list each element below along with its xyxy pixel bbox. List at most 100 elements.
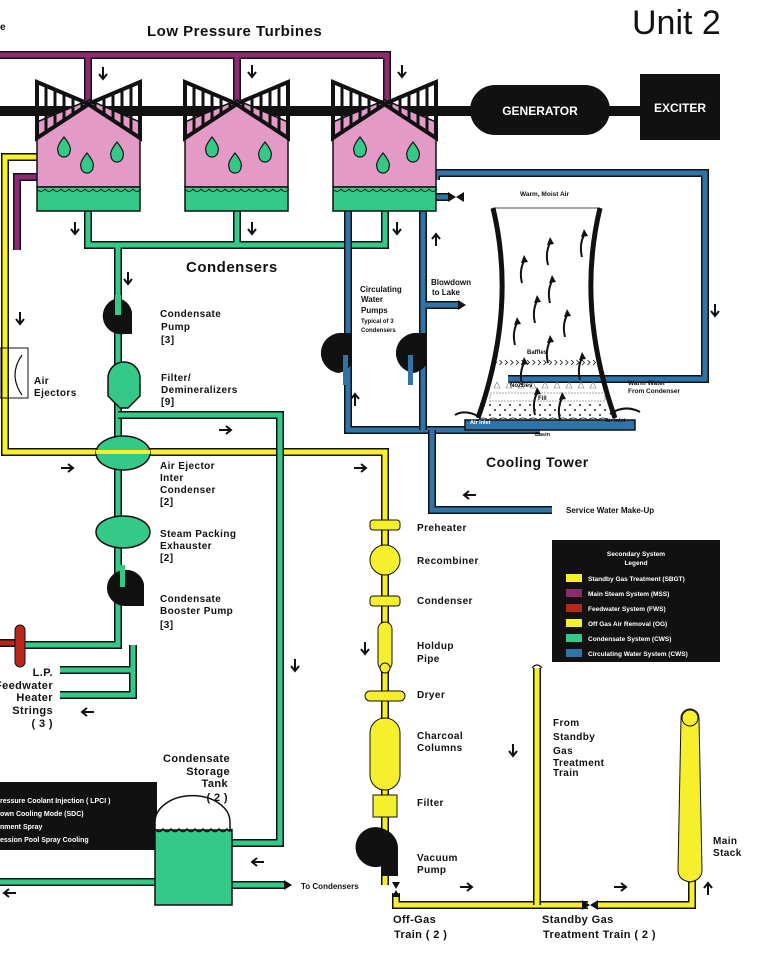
water-drop [599, 404, 601, 406]
rising-air-arrow-icon [547, 280, 553, 304]
tank-label: Storage [186, 766, 230, 778]
arrow-right-icon [61, 463, 75, 473]
arrow-right-icon [614, 882, 628, 892]
legend-item: Circulating Water System (CWS) [566, 649, 688, 658]
dryer-label: Dryer [417, 690, 445, 701]
rising-air-arrow-icon [557, 397, 563, 421]
water-drop [539, 404, 541, 406]
cwp-label: Water [361, 295, 383, 304]
valve-icon [456, 192, 464, 202]
tank-count: ( 2 ) [206, 792, 228, 804]
nozzle-icon [589, 381, 597, 389]
charcoal-columns-label: Columns [417, 743, 463, 754]
charcoal-columns [369, 717, 401, 791]
off-gas-train-label: Train ( 2 ) [394, 929, 447, 941]
aeic-count: [2] [160, 497, 173, 508]
legend-item: Off Gas Air Removal (OG) [566, 619, 667, 628]
rising-air-arrow-icon [532, 300, 538, 324]
arrow-down-icon [123, 272, 133, 286]
water-drop [514, 409, 516, 411]
typical-label: Typical of 3 [361, 319, 394, 325]
air-inlet-arrow-icon [454, 411, 481, 418]
water-drop [554, 409, 556, 411]
cwp-label: Circulating [360, 285, 402, 294]
typical-label: Condensers [361, 328, 396, 334]
holdup-pipe-label: Holdup [417, 641, 454, 652]
spe-label: Exhauster [160, 541, 212, 552]
water-drop [489, 404, 491, 406]
cwp-label: Pumps [361, 306, 388, 315]
arrow-down-icon [508, 744, 518, 758]
pipe-break-icon [531, 664, 543, 669]
turbine-condenser-1 [35, 78, 142, 212]
unit-title: Unit 2 [632, 4, 721, 42]
legend-item: Feedwater System (FWS) [566, 604, 666, 613]
flow-arrows [2, 65, 720, 898]
vacuum-pump-label: Vacuum [417, 853, 458, 864]
condensate-header [20, 210, 388, 698]
air-ejectors-label: Ejectors [34, 388, 77, 399]
legend-item: Main Steam System (MSS) [566, 589, 669, 598]
spe-count: [2] [160, 553, 173, 564]
water-drop [564, 409, 566, 411]
generator [470, 85, 610, 135]
to-condensers-label: To Condensers [301, 882, 359, 891]
tank-label: Tank [202, 778, 229, 790]
valve-icon [448, 192, 456, 202]
blowdown-label: to Lake [432, 288, 461, 297]
legend-item: Condensate System (CWS) [566, 634, 671, 643]
arrow-down-icon [397, 65, 407, 79]
water-drop [569, 404, 571, 406]
pipe-outline [13, 173, 37, 250]
vacuum-pump [355, 827, 398, 876]
secondary-legend-box [552, 540, 720, 662]
water-drop [589, 414, 591, 416]
legend-swatch [566, 649, 582, 657]
water-drop [524, 409, 526, 411]
recombiner-label: Recombiner [417, 556, 479, 567]
arrow-right-icon [460, 882, 474, 892]
preheater [369, 519, 401, 531]
water-drop [579, 404, 581, 406]
nozzle-icon [565, 381, 573, 389]
arrowhead [458, 300, 466, 310]
left-legend-item: ressure Coolant Injection ( LPCI ) [0, 798, 110, 805]
condensate-storage-tank [154, 794, 233, 906]
droplet-icon [80, 152, 94, 174]
water-drop [519, 404, 521, 406]
booster-pump-count: [3] [160, 620, 173, 631]
left-legend-box [0, 782, 157, 850]
arrow-left-icon [462, 490, 476, 500]
arrow-down-icon [247, 65, 257, 79]
spe-label: Steam Packing [160, 529, 236, 540]
turbine-condenser-2 [183, 78, 290, 212]
legend-swatch [566, 574, 582, 582]
nozzle-icon [517, 381, 525, 389]
lp-label: L.P. [33, 667, 53, 679]
air-ejectors [0, 347, 29, 399]
air-inlet-label: Air Inlet [605, 418, 626, 424]
legend-swatch [566, 604, 582, 612]
warm-moist-air-label: Warm, Moist Air [520, 191, 569, 198]
pipe-outline [392, 880, 696, 909]
og-condenser-label: Condenser [417, 596, 473, 607]
rising-air-arrow-icon [545, 340, 551, 364]
strings-count: ( 3 ) [31, 718, 53, 730]
tank-outlet [0, 879, 285, 888]
off-gas-train-label: Off-Gas [393, 914, 436, 926]
arrow-right-icon [354, 463, 368, 473]
exciter-label: EXCITER [654, 101, 706, 115]
legend-title: Legend [624, 560, 647, 567]
rising-air-arrow-icon [512, 322, 518, 346]
low-pressure-turbines [35, 78, 438, 212]
droplet-icon [258, 141, 272, 163]
filter-demin-label: Filter/ [161, 373, 191, 384]
water-drop [499, 414, 501, 416]
booster-pump-label: Condensate [160, 594, 221, 605]
main-steam-pipe [0, 52, 390, 100]
arrow-down-icon [70, 222, 80, 236]
arrow-left-icon [250, 857, 264, 867]
vacuum-pump-label: Pump [417, 865, 446, 876]
legend-swatch [566, 634, 582, 642]
